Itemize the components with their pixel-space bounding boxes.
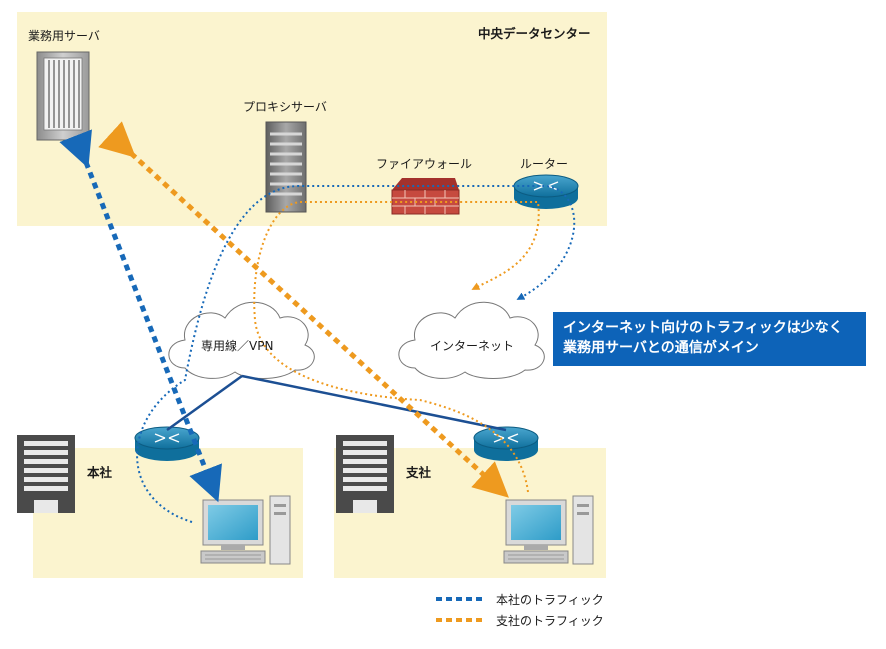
leased-line-label: 専用線／VPN [201, 339, 274, 353]
legend-honsha-label: 本社のトラフィック [496, 593, 604, 607]
wan-links [166, 374, 507, 432]
datacenter-router-icon [513, 174, 579, 209]
honsha-pc-icon [200, 495, 291, 565]
shisha-router-icon [473, 426, 539, 461]
firewall-label: ファイアウォール [376, 157, 473, 171]
callout-line-2: 業務用サーバとの通信がメイン [563, 340, 759, 356]
callout-box: インターネット向けのトラフィックは少なく 業務用サーバとの通信がメイン [553, 312, 866, 366]
honsha-building-icon [17, 435, 75, 513]
router-label: ルーター [520, 157, 569, 171]
firewall-icon [391, 178, 460, 215]
internet-label: インターネット [430, 339, 515, 353]
shisha-building-icon [336, 435, 394, 513]
proxy-server-icon [265, 121, 307, 213]
honsha-label: 本社 [87, 465, 113, 480]
business-server-icon [36, 51, 90, 141]
shisha-business-traffic-path [98, 121, 509, 498]
shisha-label: 支社 [406, 465, 432, 480]
proxy-server-label: プロキシサーバ [243, 100, 327, 114]
datacenter-label: 中央データセンター [478, 26, 591, 41]
callout-line-1: インターネット向けのトラフィックは少なく [563, 320, 843, 336]
legend-shisha-label: 支社のトラフィック [496, 614, 604, 628]
business-server-label: 業務用サーバ [28, 29, 100, 43]
shisha-pc-icon [503, 495, 594, 565]
